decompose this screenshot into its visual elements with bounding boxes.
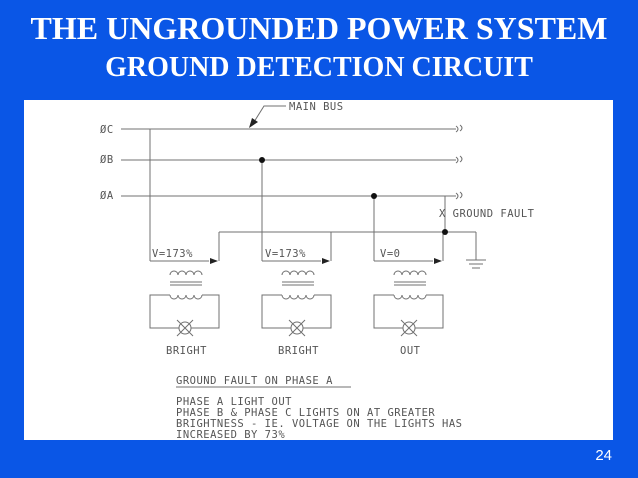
note-line-4: INCREASED BY 73% <box>176 429 285 440</box>
main-bus-label: MAIN BUS <box>289 101 344 113</box>
meter-group-2: V=173% BRIGHT <box>261 248 332 357</box>
meter-group-3: V=0 OUT <box>373 248 444 357</box>
meter-3-primary-coil <box>393 270 427 276</box>
lamp-3-rays <box>400 319 418 337</box>
meter-group-1: V=173% BRIGHT <box>149 248 220 357</box>
phase-b-bus-end <box>455 155 463 164</box>
diagram-panel: MAIN BUS ØC ØB ØA <box>24 100 613 441</box>
meter-3-arrow <box>434 258 442 264</box>
meter-2-arrow <box>322 258 330 264</box>
lamp-3-status: OUT <box>400 345 421 357</box>
meter-1-secondary-coil <box>169 294 203 300</box>
meter-3-secondary-coil <box>393 294 427 300</box>
fault-junction <box>442 229 448 235</box>
lamp-2-rays <box>288 319 306 337</box>
phase-c-bus-end <box>455 124 463 133</box>
note-line-2: PHASE B & PHASE C LIGHTS ON AT GREATER <box>176 407 435 419</box>
main-bus-leader <box>253 105 286 123</box>
slide-title: THE UNGROUNDED POWER SYSTEM <box>30 10 608 46</box>
phase-b-label: ØB <box>100 154 114 166</box>
ground-detection-diagram: MAIN BUS ØC ØB ØA <box>100 101 535 441</box>
meter-2-primary-coil <box>281 270 315 276</box>
phase-c-label: ØC <box>100 124 114 136</box>
slide-subtitle: GROUND DETECTION CIRCUIT <box>105 52 533 83</box>
note-line-3: BRIGHTNESS - IE. VOLTAGE ON THE LIGHTS H… <box>176 418 463 430</box>
meter-2-voltage: V=173% <box>265 248 306 260</box>
meter-1-voltage: V=173% <box>152 248 193 260</box>
lamp-1-rays <box>176 319 194 337</box>
main-bus-arrowhead <box>249 118 258 128</box>
notes-heading: GROUND FAULT ON PHASE A <box>176 375 333 387</box>
junction-a <box>371 193 377 199</box>
note-line-1: PHASE A LIGHT OUT <box>176 396 292 408</box>
meter-2-secondary-coil <box>281 294 315 300</box>
ground-fault-label: X GROUND FAULT <box>439 208 535 220</box>
meter-1-primary-coil <box>169 270 203 276</box>
junction-b <box>259 157 265 163</box>
phase-a-bus-end <box>455 191 463 200</box>
lamp-2-status: BRIGHT <box>278 345 319 357</box>
meter-1-arrow <box>210 258 218 264</box>
lamp-1-status: BRIGHT <box>166 345 207 357</box>
phase-a-label: ØA <box>100 190 114 202</box>
slide-number: 24 <box>595 447 612 464</box>
meter-3-voltage: V=0 <box>380 248 400 260</box>
